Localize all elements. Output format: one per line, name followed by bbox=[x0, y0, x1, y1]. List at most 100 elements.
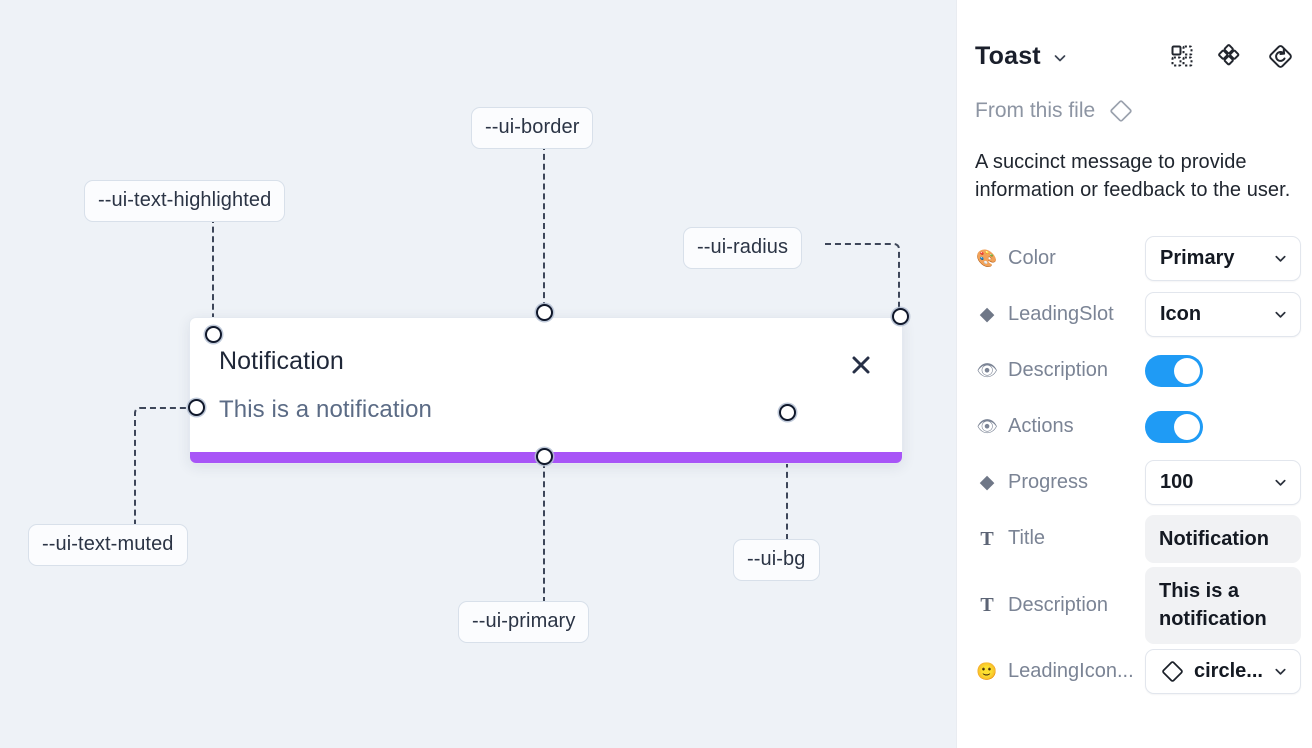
description-input-value: This is a notification bbox=[1159, 579, 1267, 631]
property-label-text: Title bbox=[1008, 527, 1046, 550]
reset-diamond-icon[interactable] bbox=[1267, 43, 1294, 70]
property-row-progress: ◆ Progress 100 bbox=[975, 455, 1301, 511]
property-label-text: Progress bbox=[1008, 471, 1089, 494]
text-type-icon: T bbox=[980, 594, 994, 617]
properties-panel: Toast bbox=[956, 0, 1312, 748]
annotation-label: --ui-text-muted bbox=[42, 533, 174, 555]
color-select-value: Primary bbox=[1160, 247, 1235, 270]
annotation-chip-ui-text-muted[interactable]: --ui-text-muted bbox=[28, 524, 188, 566]
connector-ui-text-highlighted bbox=[212, 217, 214, 329]
property-label-text: LeadingSlot bbox=[1008, 303, 1114, 326]
annotation-chip-ui-text-highlighted[interactable]: --ui-text-highlighted bbox=[84, 180, 286, 222]
toast-title: Notification bbox=[219, 347, 344, 375]
property-row-description-toggle: 👁 Description bbox=[975, 343, 1294, 399]
handle-bg[interactable] bbox=[779, 404, 796, 421]
actions-toggle[interactable] bbox=[1145, 410, 1203, 443]
annotation-label: --ui-radius bbox=[697, 236, 789, 258]
property-row-actions-toggle: 👁 Actions bbox=[975, 399, 1294, 455]
palette-emoji-icon: 🎨 bbox=[976, 249, 998, 269]
handle-text-highlighted[interactable] bbox=[205, 326, 222, 343]
close-icon[interactable] bbox=[848, 352, 874, 378]
property-control-leadingslot: Icon bbox=[1145, 292, 1301, 338]
property-control-progress: 100 bbox=[1145, 460, 1301, 506]
property-control-color: Primary bbox=[1145, 236, 1301, 282]
handle-text-muted[interactable] bbox=[188, 399, 205, 416]
connector-ui-text-muted bbox=[134, 407, 192, 527]
toast-component-preview[interactable]: Notification This is a notification bbox=[189, 317, 903, 464]
smiley-emoji-icon: 🙂 bbox=[976, 662, 998, 682]
toggle-knob bbox=[1174, 413, 1200, 440]
chevron-down-icon bbox=[1265, 251, 1288, 266]
design-canvas[interactable]: --ui-text-highlighted --ui-border --ui-r… bbox=[0, 0, 956, 748]
annotation-chip-ui-primary[interactable]: --ui-primary bbox=[458, 601, 590, 643]
from-this-file-row[interactable]: From this file bbox=[975, 96, 1294, 126]
progress-select-value: 100 bbox=[1160, 471, 1194, 494]
connector-ui-primary bbox=[543, 462, 545, 603]
description-input[interactable]: This is a notification bbox=[1145, 566, 1301, 644]
annotation-label: --ui-bg bbox=[747, 548, 806, 570]
progress-select[interactable]: 100 bbox=[1145, 460, 1301, 506]
property-control-actions-toggle bbox=[1145, 410, 1294, 443]
diamond-filled-icon: ◆ bbox=[979, 472, 995, 494]
property-row-title: T Title Notification bbox=[975, 511, 1301, 567]
chevron-down-icon[interactable] bbox=[1052, 50, 1068, 66]
property-row-leadingslot: ◆ LeadingSlot Icon bbox=[975, 287, 1301, 343]
panel-header: Toast bbox=[975, 28, 1294, 84]
component-grid-icon[interactable] bbox=[1170, 44, 1194, 68]
annotation-chip-ui-border[interactable]: --ui-border bbox=[471, 107, 594, 149]
property-label-progress: ◆ Progress bbox=[975, 471, 1145, 494]
property-control-leadingicon: circle... bbox=[1145, 649, 1301, 695]
panel-header-actions bbox=[1170, 43, 1294, 70]
handle-primary[interactable] bbox=[536, 448, 553, 465]
property-label-leadingslot: ◆ LeadingSlot bbox=[975, 303, 1145, 326]
property-label-actions-toggle: 👁 Actions bbox=[975, 415, 1145, 438]
property-label-text: Description bbox=[1008, 359, 1109, 382]
component-description: A succinct message to provide informatio… bbox=[975, 151, 1291, 202]
annotation-chip-ui-radius[interactable]: --ui-radius bbox=[683, 227, 803, 269]
property-label-text: Description bbox=[1008, 593, 1109, 616]
property-label-description-toggle: 👁 Description bbox=[975, 359, 1145, 382]
annotation-label: --ui-border bbox=[485, 116, 580, 138]
toggle-knob bbox=[1174, 357, 1200, 384]
property-control-title: Notification bbox=[1145, 514, 1301, 563]
annotation-label: --ui-text-highlighted bbox=[98, 189, 272, 211]
property-row-leadingicon: 🙂 LeadingIcon... circle... bbox=[975, 644, 1301, 700]
property-row-description-text: T Description This is a notification bbox=[975, 566, 1301, 644]
property-label-leadingicon: 🙂 LeadingIcon... bbox=[975, 660, 1145, 683]
leadingslot-select[interactable]: Icon bbox=[1145, 292, 1301, 338]
eye-emoji-icon: 👁 bbox=[976, 417, 998, 437]
chevron-down-icon bbox=[1265, 307, 1288, 322]
handle-border[interactable] bbox=[536, 304, 553, 321]
property-label-text: LeadingIcon... bbox=[1008, 660, 1134, 683]
property-control-description-text: This is a notification bbox=[1145, 566, 1301, 644]
title-input-value: Notification bbox=[1159, 527, 1269, 550]
connector-ui-radius bbox=[825, 243, 900, 311]
leadingicon-select-value: circle... bbox=[1194, 660, 1263, 683]
property-label-text: Actions bbox=[1008, 415, 1074, 438]
chevron-down-icon bbox=[1265, 475, 1288, 490]
panel-title: Toast bbox=[975, 41, 1041, 70]
property-row-color: 🎨 Color Primary bbox=[975, 231, 1301, 287]
leadingicon-select[interactable]: circle... bbox=[1145, 649, 1301, 695]
annotation-chip-ui-bg[interactable]: --ui-bg bbox=[733, 539, 820, 581]
diamond-filled-icon: ◆ bbox=[979, 304, 995, 326]
description-toggle[interactable] bbox=[1145, 354, 1203, 387]
title-input[interactable]: Notification bbox=[1145, 514, 1301, 563]
handle-radius[interactable] bbox=[892, 308, 909, 325]
property-list: 🎨 Color Primary ◆ LeadingSlot bbox=[975, 231, 1301, 700]
property-label-text: Color bbox=[1008, 247, 1056, 270]
color-select[interactable]: Primary bbox=[1145, 236, 1301, 282]
diamond-icon bbox=[1108, 98, 1134, 124]
leadingslot-select-value: Icon bbox=[1160, 303, 1202, 326]
variants-cluster-icon[interactable] bbox=[1218, 43, 1243, 69]
connector-ui-bg bbox=[786, 420, 788, 540]
property-label-title: T Title bbox=[975, 527, 1145, 550]
property-label-description-text: T Description bbox=[975, 594, 1145, 617]
toast-description: This is a notification bbox=[219, 396, 432, 423]
eye-emoji-icon: 👁 bbox=[976, 361, 998, 381]
diamond-icon bbox=[1160, 659, 1185, 684]
text-type-icon: T bbox=[980, 527, 994, 550]
from-this-file-label: From this file bbox=[975, 99, 1096, 122]
property-control-description-toggle bbox=[1145, 354, 1294, 387]
